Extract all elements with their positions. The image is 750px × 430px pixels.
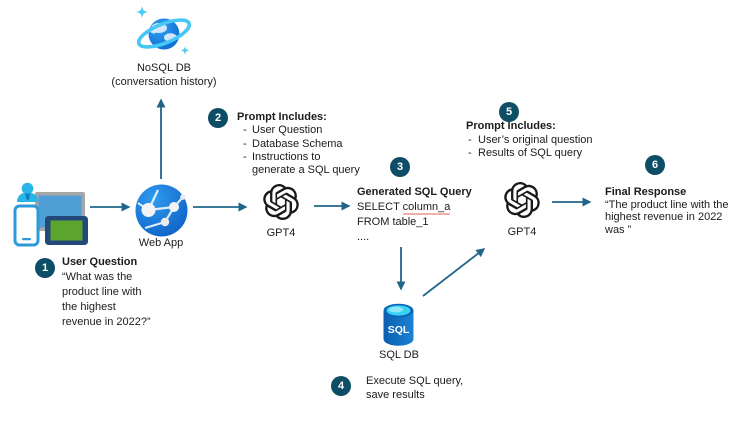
step-line: Execute SQL query, [366,375,464,387]
bullet-dash: - [243,124,247,137]
sql-column-misspelled: column_a [402,201,451,215]
sql-code-line: FROM table_1 [357,216,429,228]
step-line: was ” [605,223,632,236]
arrow-sqldb-to-gpt4 [422,248,486,297]
step-line: highest revenue in 2022 [605,211,723,223]
nosql-db-sublabel: (conversation history) [111,76,217,88]
step1-user-question: User Question “What was the product line… [62,255,172,330]
bullet-dash: - [468,133,472,146]
bullet-dash: - [243,137,247,150]
openai-logo-icon [504,182,540,218]
user-devices-icon [8,177,90,247]
step-line: “What was the [62,271,133,283]
bullet-text: Results of SQL query [478,147,583,160]
svg-text:SQL: SQL [388,324,410,336]
nosql-db-label: NoSQL DB [136,62,191,74]
step-line: revenue in 2022?” [62,316,151,328]
bullet-item: - Database Schema [237,138,372,151]
step6-final-response: Final Response “The product line with th… [605,186,750,236]
step5-prompt-includes: Prompt Includes: - User’s original quest… [466,120,616,161]
bullet-item: - User’s original question [466,134,616,148]
sql-code-line: SELECT column_a [357,200,492,215]
step6-title: Final Response [605,186,687,198]
step-line: the highest [62,301,116,313]
openai-logo-icon [263,184,299,220]
cosmos-db-planet-icon [132,5,196,63]
step-line: product line with [62,286,142,298]
step2-title: Prompt Includes: [237,111,327,123]
sql-keyword: SELECT [357,201,403,213]
bullet-item: - Instructions to [237,151,372,164]
bullet-dash: - [243,150,247,163]
bullet-text: Database Schema [252,137,343,150]
step-line: save results [366,389,425,401]
gpt4-first-label: GPT4 [266,227,296,239]
step1-title: User Question [62,256,138,268]
bullet-text: generate a SQL query [252,164,360,177]
bullet-text: Instructions to [252,150,321,163]
sql-code-line: .... [357,231,370,243]
bullet-dash: - [468,147,472,160]
step2-prompt-includes: Prompt Includes: - User Question - Datab… [237,111,372,177]
sql-db-label: SQL DB [379,349,419,361]
step-line: “The product line with the [605,198,729,211]
bullet-item: - Results of SQL query [466,147,616,161]
bullet-item: - User Question [237,124,372,137]
bullet-text: User Question [252,124,323,137]
step-badge-3: 3 [390,157,410,177]
sql-database-cylinder-icon: SQL [382,303,415,347]
step-badge-6: 6 [645,155,665,175]
step-badge-1: 1 [35,258,55,278]
step4-execute-sql: Execute SQL query, save results [366,374,486,402]
bullet-text: User’s original question [478,133,593,146]
web-app-label: Web App [138,237,184,249]
step-badge-5: 5 [499,102,519,122]
step3-generated-sql: Generated SQL Query SELECT column_a FROM… [357,185,492,245]
bullet-wrap-line: generate a SQL query [237,164,372,177]
step-badge-2: 2 [208,108,228,128]
step-badge-4: 4 [331,376,351,396]
web-app-globe-icon [134,183,189,238]
step3-title: Generated SQL Query [357,186,472,198]
step5-title: Prompt Includes: [466,120,556,132]
gpt4-second-label: GPT4 [507,226,537,238]
